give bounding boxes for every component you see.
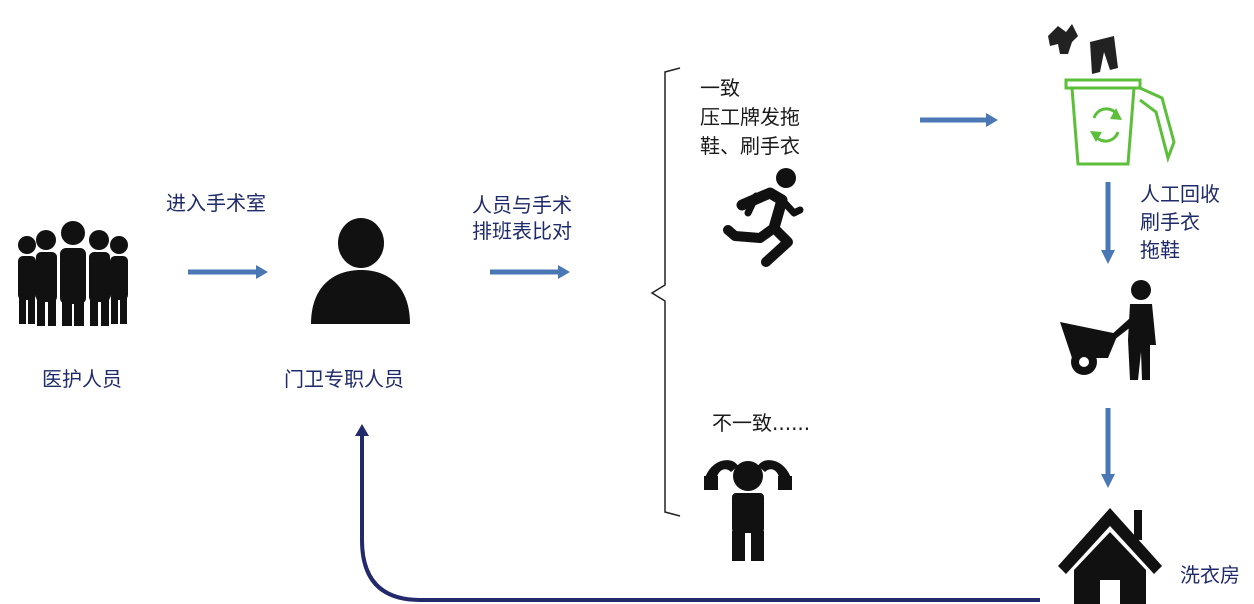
guard-person-icon bbox=[311, 218, 410, 324]
return-arrow bbox=[355, 424, 1040, 602]
arrow-enter bbox=[188, 265, 268, 279]
compare-label-line2: 排班表比对 bbox=[472, 219, 572, 243]
mismatch-label: 不一致...... bbox=[712, 411, 811, 435]
arrow-to-recycle bbox=[920, 113, 998, 127]
guard-label: 门卫专职人员 bbox=[284, 367, 404, 391]
staff-group-icon bbox=[18, 221, 128, 326]
wheelbarrow-worker-icon bbox=[1060, 280, 1156, 380]
match-label: 一致 压工牌发拖 鞋、刷手衣 bbox=[700, 76, 800, 158]
compare-label-line1: 人员与手术 bbox=[472, 193, 572, 217]
branch-brace bbox=[650, 67, 681, 517]
confused-person-icon bbox=[704, 460, 792, 561]
running-person-icon bbox=[723, 168, 804, 267]
arrow-compare bbox=[490, 265, 570, 279]
laundry-house-icon bbox=[1058, 508, 1162, 604]
laundry-label: 洗衣房 bbox=[1180, 563, 1240, 587]
arrow-down-recycle bbox=[1101, 182, 1115, 264]
recycle-bin-icon bbox=[1048, 24, 1176, 166]
recycle-label: 人工回收 刷手衣 拖鞋 bbox=[1140, 182, 1220, 262]
staff-label: 医护人员 bbox=[42, 367, 122, 391]
enter-label: 进入手术室 bbox=[166, 191, 266, 215]
arrow-down-laundry bbox=[1101, 408, 1115, 488]
